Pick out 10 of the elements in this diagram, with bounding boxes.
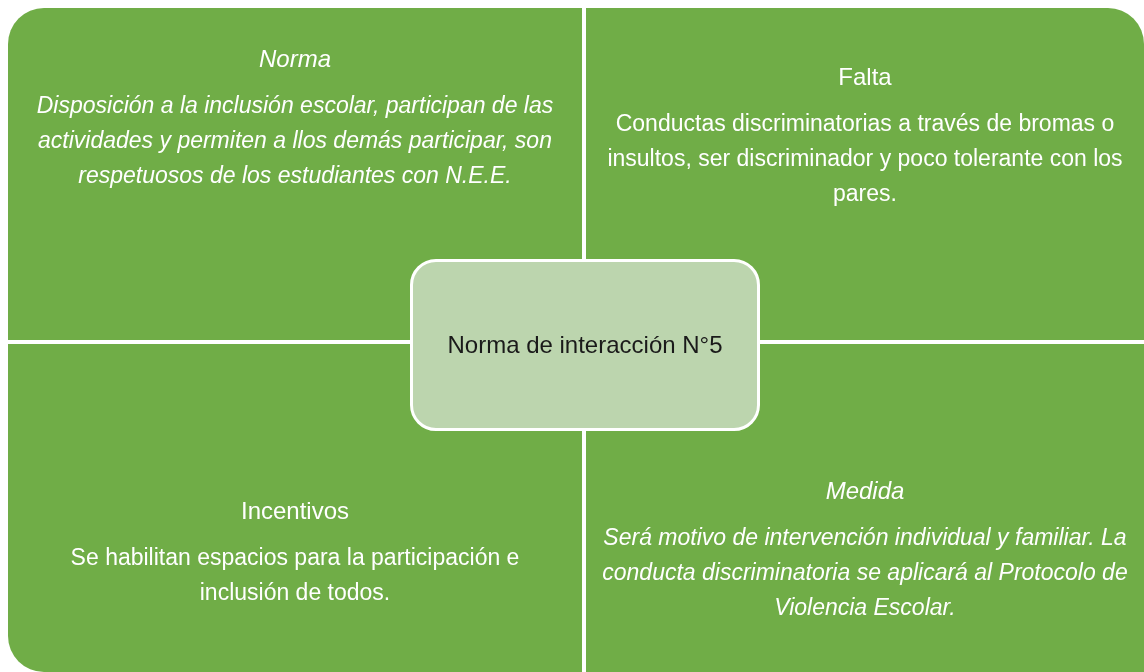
panel-heading: Falta (838, 62, 892, 92)
center-title: Norma de interacción N°5 (447, 330, 723, 360)
panel-text: Será motivo de intervención individual y familiar. La conducta discriminatoria se aplicará al Protocolo de Violencia Escolar. (601, 523, 1129, 622)
panel-text: Conductas discriminatorias a través de bromas o insultos, ser discriminador y poco tolerante con los pares. (606, 109, 1124, 208)
panel-heading: Norma (259, 44, 331, 74)
panel-heading: Incentivos (240, 496, 350, 526)
panel-heading: Medida (825, 476, 905, 506)
center-box (410, 259, 760, 431)
panel-text: Disposición a la inclusión escolar, participan de las actividades y permiten a llos demás participar, son respetuosos de los estudiantes con N.E.E. (35, 91, 555, 190)
panel-text: Se habilitan espacios para la participación e inclusión de todos. (69, 543, 521, 607)
